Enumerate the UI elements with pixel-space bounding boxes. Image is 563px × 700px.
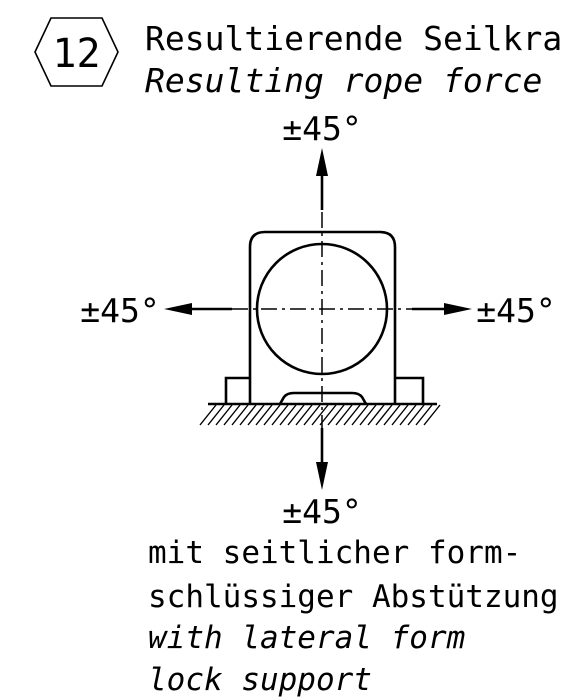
caption-english-line-2: lock support xyxy=(148,662,372,698)
hatch-line xyxy=(255,404,273,426)
hatch-line xyxy=(383,404,401,426)
hatch-line xyxy=(279,404,297,426)
hatch-line xyxy=(399,404,417,426)
hatch-line xyxy=(223,404,241,426)
force-arrow-right xyxy=(412,303,472,315)
hatch-line xyxy=(415,404,433,426)
hatch-line xyxy=(343,404,361,426)
pulley-housing xyxy=(224,230,425,405)
hatch-line xyxy=(407,404,425,426)
force-arrow-left xyxy=(164,303,232,315)
right-lateral-support xyxy=(395,376,425,404)
caption-german-line-2: schlüssiger Abstützung xyxy=(148,579,559,615)
angle-label-bottom: ±45° xyxy=(282,492,361,531)
housing-outline xyxy=(248,230,397,404)
title-english: Resulting rope force xyxy=(145,61,542,100)
hexagon-badge: 12 xyxy=(34,17,119,87)
hatch-line xyxy=(303,404,321,426)
hatch-line xyxy=(423,404,441,426)
hatch-line xyxy=(375,404,393,426)
hatch-line xyxy=(351,404,369,426)
badge-number: 12 xyxy=(52,31,100,77)
hatch-line xyxy=(391,404,409,426)
hatch-line xyxy=(247,404,265,426)
ground-hatching xyxy=(199,402,441,426)
hatch-line xyxy=(319,404,337,426)
hatch-line xyxy=(311,404,329,426)
hatch-line xyxy=(335,404,353,426)
caption-german-line-1: mit seitlicher form- xyxy=(148,535,521,571)
hatch-line xyxy=(271,404,289,426)
hatch-line xyxy=(287,404,305,426)
hatch-lines xyxy=(199,404,441,426)
hatch-line xyxy=(367,404,385,426)
hatch-line xyxy=(327,404,345,426)
rope-sheave-circle xyxy=(255,242,389,376)
hexagon-outline xyxy=(34,17,119,87)
hatch-line xyxy=(215,404,233,426)
title-german: Resultierende Seilkraft xyxy=(145,19,563,58)
angle-label-left: ±45° xyxy=(80,291,159,330)
force-arrow-up xyxy=(316,148,328,210)
hatch-line xyxy=(239,404,257,426)
left-lateral-support xyxy=(224,376,250,404)
hatch-line xyxy=(199,404,217,426)
hatch-line xyxy=(263,404,281,426)
hatch-line xyxy=(207,404,225,426)
base-recess xyxy=(278,391,368,405)
angle-label-top: ±45° xyxy=(282,109,361,148)
hatch-line xyxy=(359,404,377,426)
caption-english-line-1: with lateral form xyxy=(148,620,465,656)
hatch-line xyxy=(295,404,313,426)
hatch-line xyxy=(231,404,249,426)
force-arrow-down xyxy=(316,428,328,490)
angle-label-right: ±45° xyxy=(476,291,555,330)
